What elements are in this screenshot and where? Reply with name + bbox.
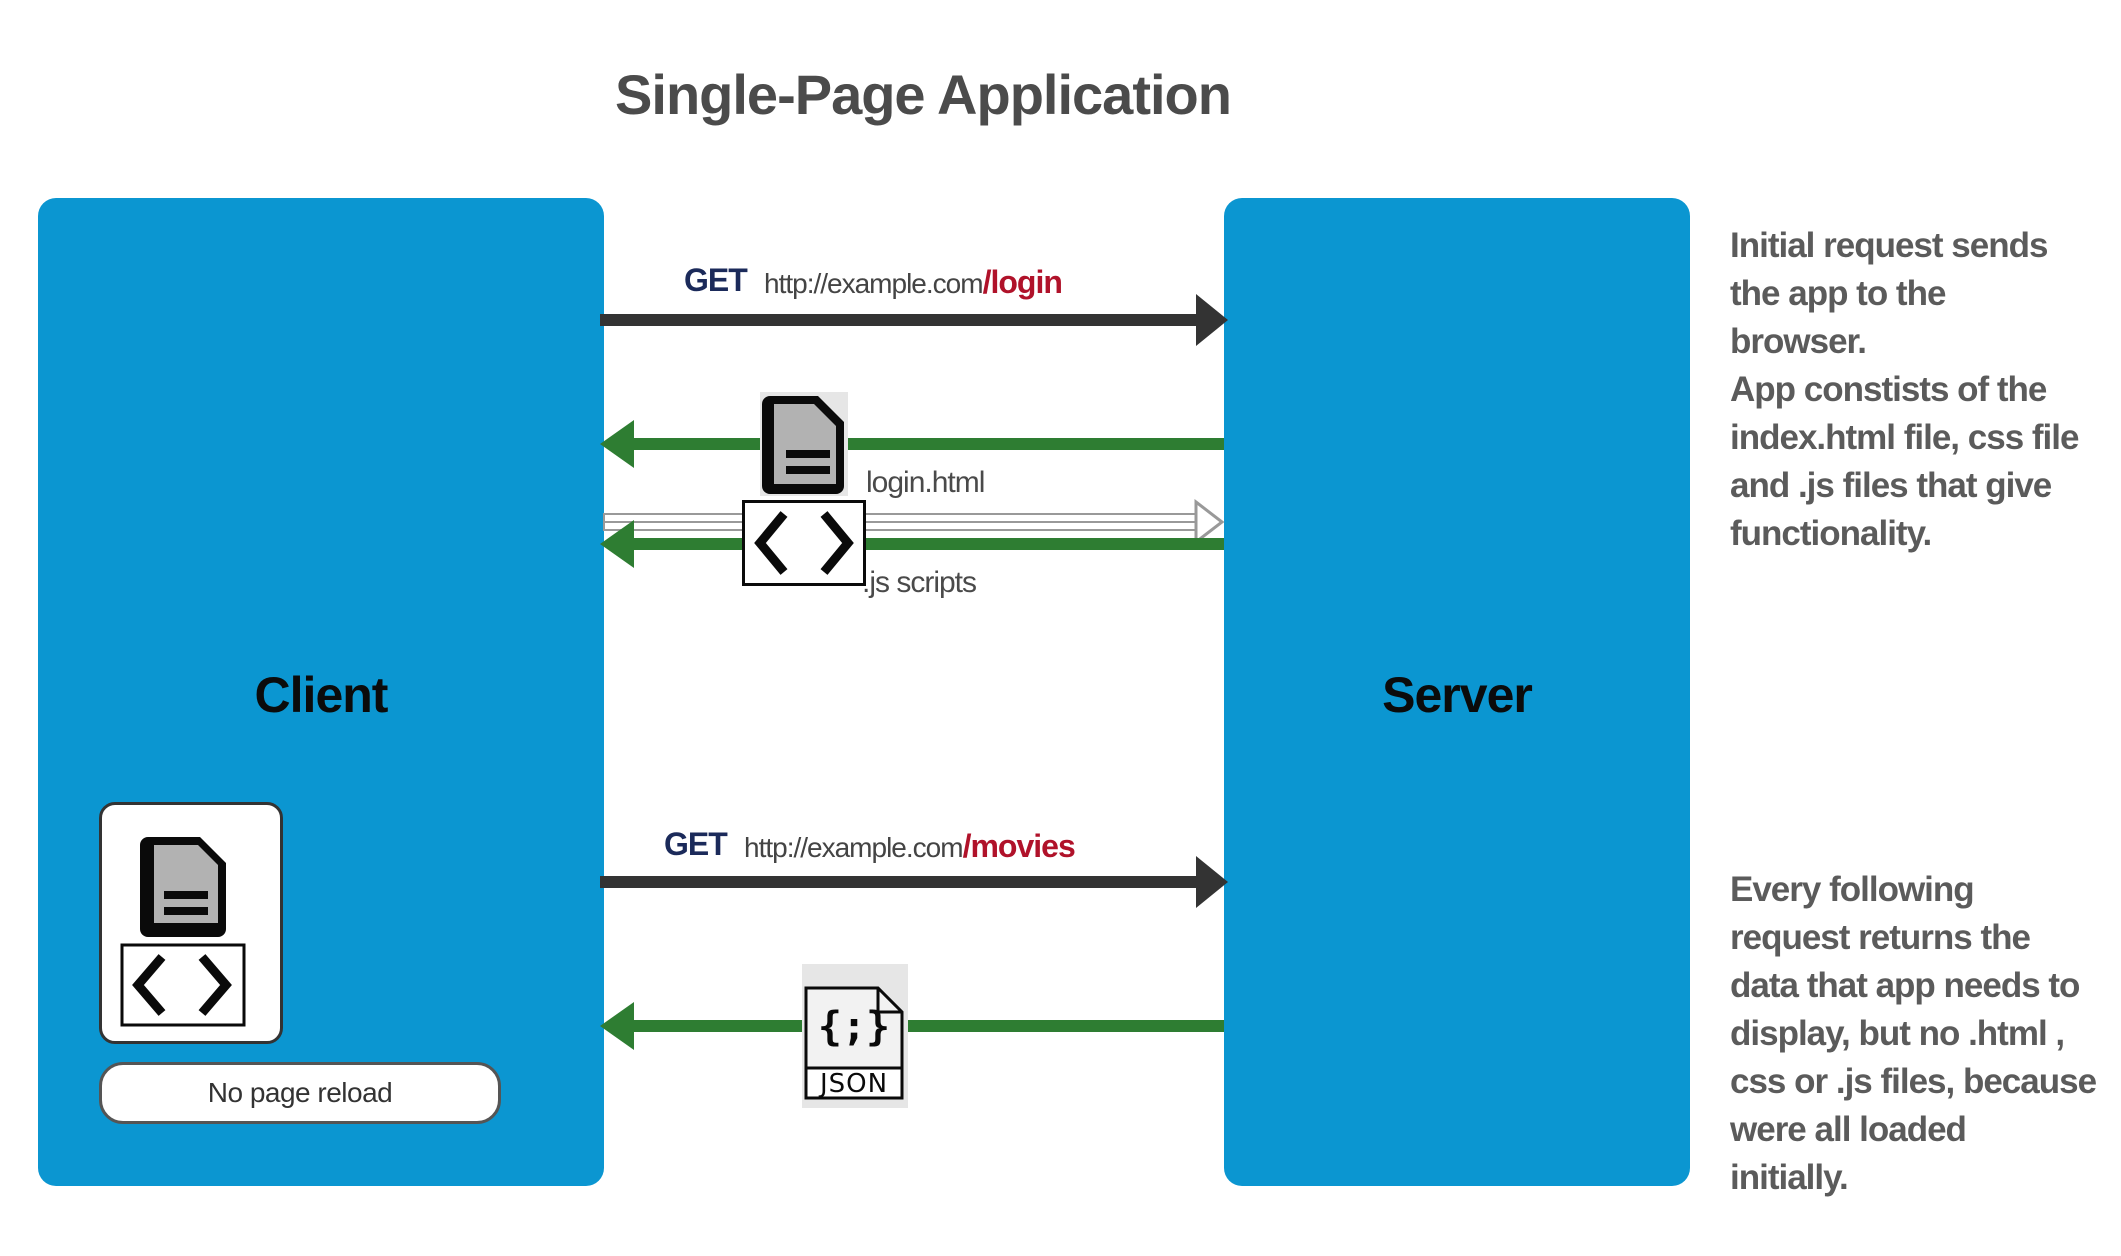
server-label: Server	[1382, 667, 1533, 723]
note-line: request returns the	[1730, 918, 2031, 957]
request2-url: http://example.com/movies	[744, 828, 1076, 865]
request2-method: GET	[664, 826, 728, 862]
js-file-label: .js scripts	[862, 566, 977, 599]
app-files-icon	[120, 837, 246, 1027]
js-code-icon	[742, 500, 866, 586]
html-file-label: login.html	[866, 466, 985, 499]
request1-url-base: http://example.com	[764, 268, 984, 299]
json-icon-text: JSON	[819, 1069, 889, 1099]
json-file-icon: {;} JSON	[802, 964, 908, 1108]
client-app-card	[99, 802, 283, 1044]
no-page-reload-badge: No page reload	[99, 1062, 501, 1124]
note-line: and .js files that give	[1730, 466, 2052, 505]
following-request-note: Every following request returns the data…	[1730, 866, 2115, 1202]
request1-url-path: /login	[982, 264, 1063, 300]
note-line: display, but no .html ,	[1730, 1014, 2065, 1053]
note-line: data that app needs to	[1730, 966, 2080, 1005]
note-line: functionality.	[1730, 514, 1932, 553]
initial-request-note: Initial request sends the app to the bro…	[1730, 222, 2110, 558]
response-html-arrow	[600, 420, 1224, 468]
note-line: css or .js files, because	[1730, 1062, 2097, 1101]
note-line: browser.	[1730, 322, 1867, 361]
client-panel: Client No page reload	[38, 198, 604, 1186]
request-movies-arrow	[600, 856, 1228, 908]
request-login-arrow	[600, 294, 1228, 346]
request1-url: http://example.com/login	[764, 264, 1063, 301]
note-line: initially.	[1730, 1158, 1849, 1197]
html-file-icon	[760, 392, 848, 496]
json-glyph: {;}	[817, 1004, 891, 1050]
diagram-title: Single-Page Application	[615, 63, 1232, 126]
note-line: Every following	[1730, 870, 1975, 909]
js-transfer-outline-arrow	[603, 498, 1225, 546]
note-line: App constists of the	[1730, 370, 2047, 409]
request2-url-base: http://example.com	[744, 832, 964, 863]
note-line: the app to the	[1730, 274, 1946, 313]
server-panel: Server	[1224, 198, 1690, 1186]
request2-url-path: /movies	[962, 828, 1076, 864]
note-line: index.html file, css file	[1730, 418, 2079, 457]
note-line: Initial request sends	[1730, 226, 2048, 265]
note-line: were all loaded	[1730, 1110, 1967, 1149]
client-label: Client	[254, 667, 389, 723]
response-json-arrow	[600, 1002, 1224, 1050]
request1-method: GET	[684, 262, 748, 298]
